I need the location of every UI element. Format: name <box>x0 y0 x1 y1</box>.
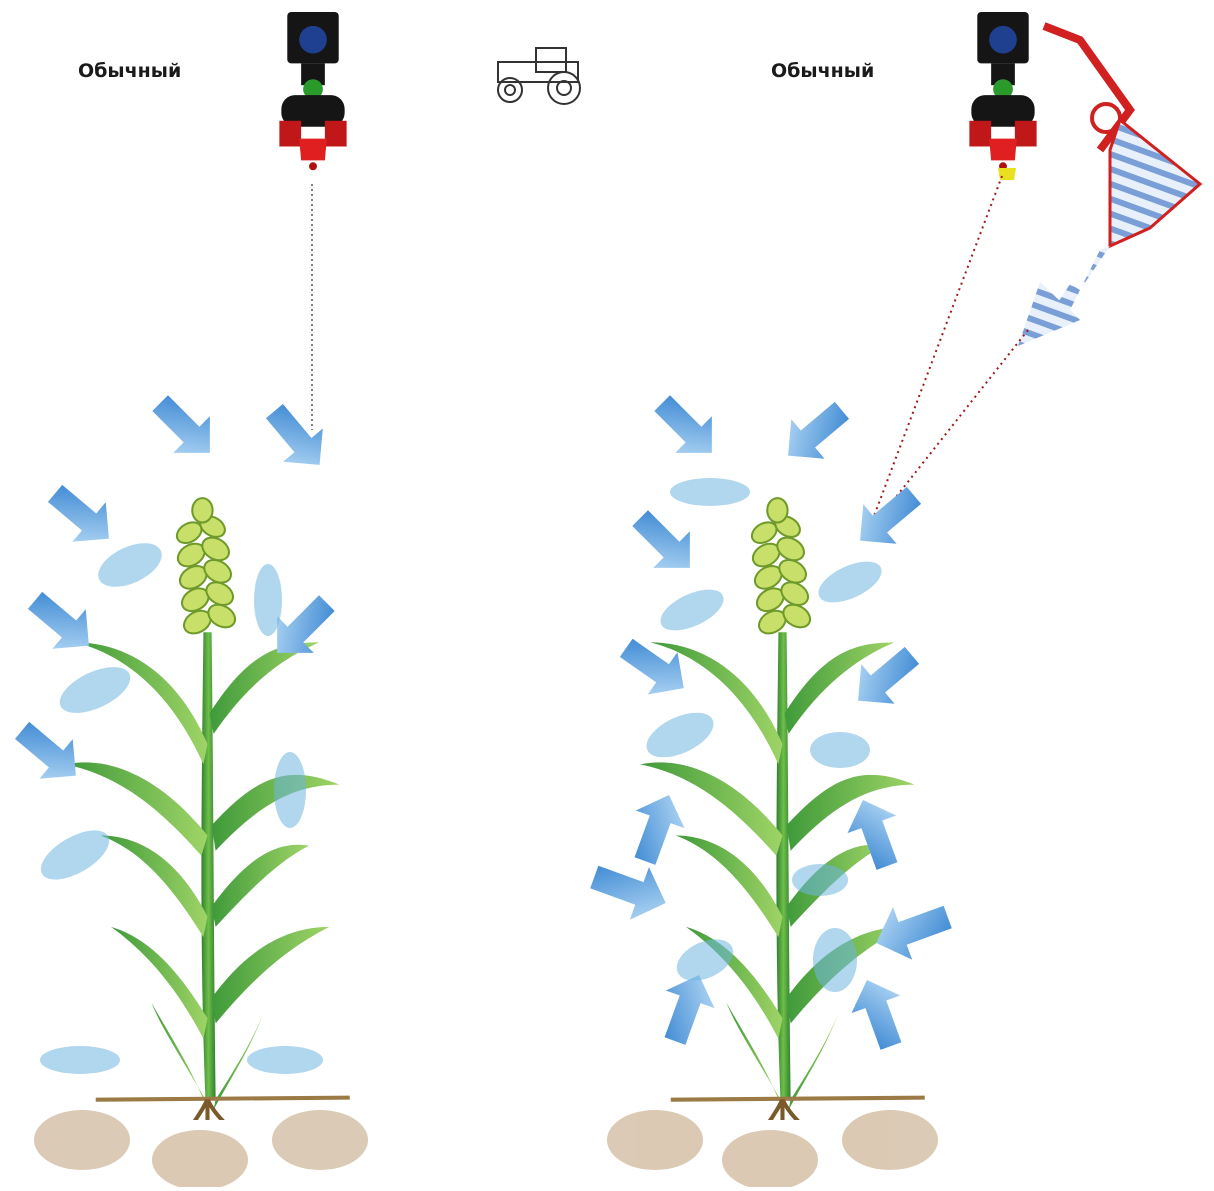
soil-patches <box>34 1110 938 1187</box>
left-nozzle-label: Обычный <box>78 60 181 82</box>
right-spray-nozzle <box>862 12 1200 540</box>
left-air-flow-arrows <box>5 385 345 796</box>
left-spray-nozzle <box>279 12 346 430</box>
tractor-icon <box>498 48 580 104</box>
right-nozzle-label: Обычный <box>771 60 874 82</box>
right-air-flow-arrows <box>585 385 958 1055</box>
